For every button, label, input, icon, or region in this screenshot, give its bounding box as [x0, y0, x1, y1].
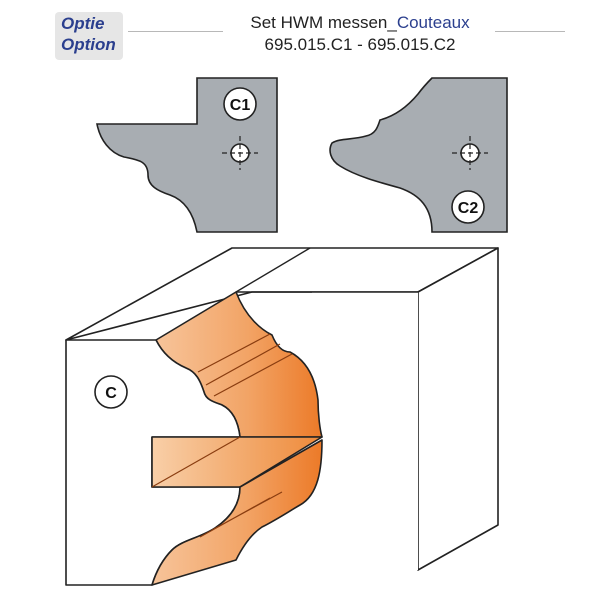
lower-profile-groove — [199, 491, 283, 538]
product-title: Set HWM messen_Couteaux — [160, 13, 560, 33]
knife-c1-label-circle — [223, 87, 257, 121]
product-codes: 695.015.C1 - 695.015.C2 — [264, 35, 456, 54]
option-label-fr: Option — [61, 35, 116, 54]
knife-c1-crosshair — [222, 136, 258, 170]
knife-c2-label: C2 — [458, 200, 479, 217]
header-rule-right — [495, 31, 565, 32]
knife-c1: C1 — [96, 77, 278, 233]
header-rule-left — [128, 31, 223, 32]
block-label-circle — [94, 375, 128, 409]
upper-profile-groove — [197, 333, 293, 397]
middle-groove-top — [151, 436, 323, 488]
middle-groove-edge — [151, 436, 241, 488]
product-title-accent: Couteaux — [396, 13, 470, 32]
header: Optie Option Set HWM messen_Couteaux 695… — [0, 0, 600, 70]
knife-c1-label: C1 — [230, 97, 251, 114]
profiled-block: C — [65, 247, 499, 586]
block-back-wall — [236, 292, 418, 570]
option-label-nl: Optie — [61, 14, 105, 33]
block-top-divider — [235, 247, 311, 293]
knife-c2: C2 — [329, 77, 508, 233]
block-right-face — [417, 247, 499, 571]
knife-c2-crosshair — [452, 136, 488, 170]
knife-c2-label-circle — [451, 190, 485, 224]
option-badge — [55, 12, 123, 60]
product-title-prefix: Set HWM messen_ — [250, 13, 397, 32]
block-label: C — [105, 385, 117, 402]
